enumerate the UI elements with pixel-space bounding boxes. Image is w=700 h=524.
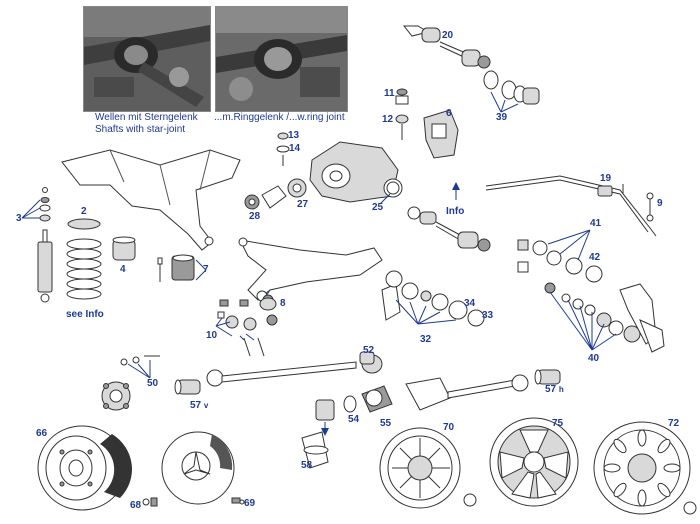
photo-shafts-star-joint[interactable] [83,6,211,112]
label-32: 32 [420,334,432,345]
label-55: 55 [380,418,392,429]
label-6: 6 [446,108,452,119]
rear-subframe[interactable] [61,149,241,251]
label-52: 52 [363,345,375,356]
propshaft-bushing-front[interactable] [174,379,201,395]
label-11: 11 [384,88,395,99]
label-41: 41 [590,218,602,229]
label-9: 9 [657,198,663,209]
label-75: 75 [552,418,564,429]
shock-absorber[interactable] [37,187,53,303]
coil-spring[interactable] [66,218,102,300]
propshaft-bushing-rear[interactable] [534,369,561,385]
mount-bolt-parts[interactable] [276,132,290,166]
wheel-weight-parts[interactable] [231,497,245,505]
wheel-steel[interactable] [37,425,132,511]
label-28: 28 [249,211,261,222]
drive-shaft-upper[interactable] [402,25,491,69]
photo-ring-joint-image [216,7,347,111]
label-58: 58 [301,460,313,471]
photo-star-joint-image [84,7,210,111]
label-27: 27 [297,199,309,210]
label-40: 40 [588,353,600,364]
wheel-alloy-70[interactable] [379,427,477,509]
label-72: 72 [668,418,680,429]
label-14: 14 [289,143,301,154]
flex-disc-coupling[interactable] [101,355,160,411]
label-2: 2 [81,206,87,217]
label-7: 7 [203,264,209,275]
trailing-arm[interactable] [238,237,383,302]
label-4: 4 [120,264,126,275]
arm-bushing[interactable] [259,297,277,311]
caption-ring-joint: ...m.Ringgelenk /...w.ring joint [214,112,345,123]
photo-shafts-ring-joint[interactable] [215,6,348,112]
wheel-alloy-75[interactable] [489,417,579,507]
bump-stop[interactable] [112,236,136,261]
label-57-v: 57 v [190,400,209,411]
subframe-mount[interactable] [157,254,195,282]
label-54: 54 [348,414,360,425]
wheel-bolt-parts[interactable] [142,497,158,507]
caption-star-joint-de: Wellen mit Sterngelenk [95,112,198,123]
label-69: 69 [244,498,256,509]
drive-shaft-lower[interactable] [407,206,491,252]
label-20: 20 [442,30,454,41]
label-3: 3 [16,213,22,224]
label-57-h: 57 h [545,384,564,395]
label-34: 34 [464,298,476,309]
stabilizer-bar[interactable] [485,175,657,237]
label-42: 42 [589,252,601,263]
caption-star-joint-en: Shafts with star-joint [95,124,186,135]
propeller-shaft[interactable] [206,354,529,411]
joint-ring-set[interactable] [483,70,540,105]
shaft-boot[interactable] [301,399,335,469]
label-8: 8 [280,298,286,309]
note-info[interactable]: Info [446,206,465,217]
label-13: 13 [288,130,300,141]
label-12: 12 [382,114,394,125]
rear-hub-bearing-set[interactable] [381,270,485,327]
label-39: 39 [496,112,508,123]
wheel-alloy-72[interactable] [593,421,697,515]
label-70: 70 [443,422,455,433]
hubcap[interactable] [161,431,235,505]
note-see-info[interactable]: see Info [66,309,104,320]
diff-bracket[interactable] [423,109,459,159]
label-68: 68 [130,500,142,511]
label-19: 19 [600,173,612,184]
label-50: 50 [147,378,159,389]
differential[interactable] [309,141,403,203]
label-10: 10 [206,330,218,341]
center-bearing-bushing[interactable] [359,351,375,365]
front-hub-part-set[interactable] [517,239,665,353]
center-bearing-parts[interactable] [343,385,393,413]
drive-flange-parts[interactable] [244,178,307,210]
label-25: 25 [372,202,384,213]
diff-mount-parts[interactable] [395,88,409,140]
info-arrow [452,182,460,200]
label-66: 66 [36,428,48,439]
label-33: 33 [482,310,494,321]
